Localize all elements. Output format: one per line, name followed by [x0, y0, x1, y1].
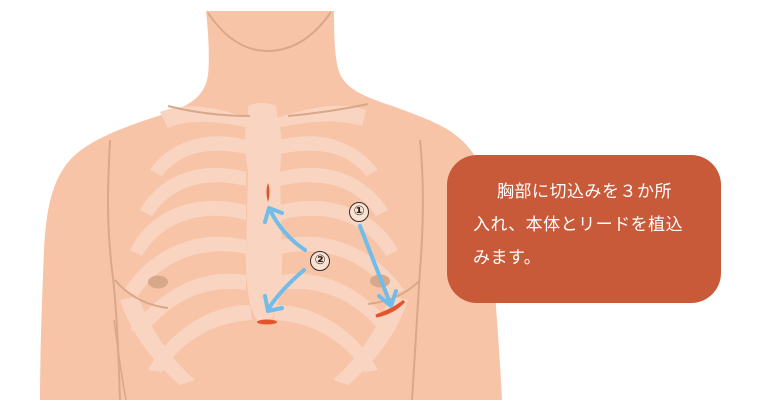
arrow-2-down: [267, 268, 306, 310]
incision-upper-sternal: [266, 183, 270, 202]
incision-lateral: [375, 299, 406, 318]
marker-2: ②: [310, 251, 330, 271]
marker-1: ①: [349, 202, 369, 222]
callout-line-1: 胸部に切込みを３か所: [497, 182, 672, 202]
left-clavicle-line: [167, 105, 251, 117]
left-nipple: [148, 275, 168, 289]
incision-lower-sternal: [257, 319, 277, 325]
left-pec-line: [114, 279, 169, 309]
arrows: [263, 206, 398, 313]
right-arm-line: [411, 139, 424, 401]
callout-line-3: みます。: [473, 248, 542, 268]
callout-box: 胸部に切込みを３か所 入れ、本体とリードを植込 みます。: [447, 155, 721, 303]
rib-cage: [120, 103, 408, 385]
callout-line-2: 入れ、本体とリードを植込: [473, 215, 684, 235]
arrow-2-up-head: [263, 206, 284, 224]
left-arm-line-2: [113, 319, 127, 401]
right-clavicle-line: [287, 103, 369, 117]
neck-line: [207, 11, 332, 53]
arrow-1: [358, 224, 392, 305]
arrow-2-up: [268, 208, 307, 252]
arrow-2-down-head: [263, 294, 284, 313]
arrow-1-head: [377, 289, 398, 308]
